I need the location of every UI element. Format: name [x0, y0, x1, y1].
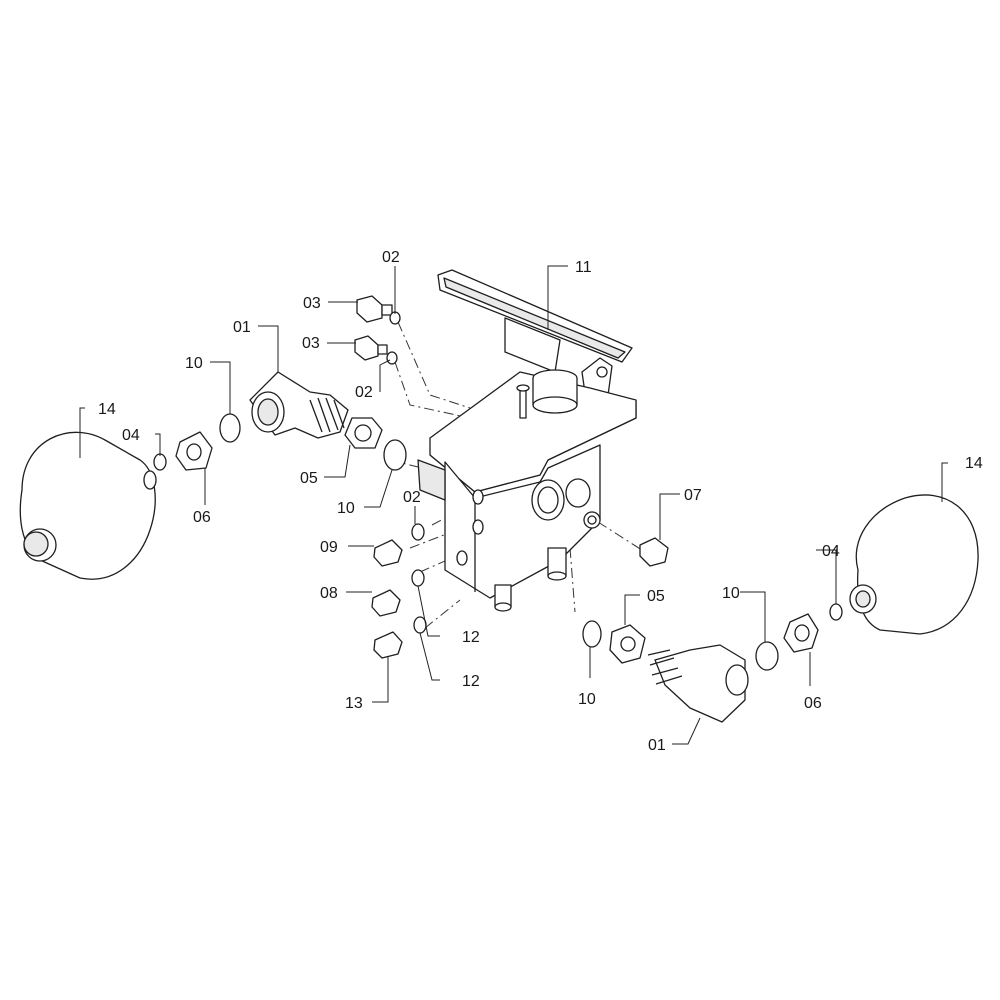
callout-14: 14: [965, 455, 983, 472]
callout-01: 01: [233, 319, 251, 336]
callout-13: 13: [345, 695, 363, 712]
callout-02: 02: [355, 384, 373, 401]
elbow-fitting-left: [249, 371, 383, 449]
callout-14: 14: [98, 401, 116, 418]
elbow-fitting-right: [609, 624, 749, 723]
callout-10: 10: [185, 355, 203, 372]
callout-08: 08: [320, 585, 338, 602]
callout-12: 12: [462, 673, 480, 690]
callout-07: 07: [684, 487, 702, 504]
callout-05: 05: [647, 588, 665, 605]
callout-04: 04: [822, 543, 840, 560]
valve-block: [417, 369, 637, 612]
callout-10: 10: [578, 691, 596, 708]
callout-09: 09: [320, 539, 338, 556]
callout-10: 10: [337, 500, 355, 517]
callout-03: 03: [303, 295, 321, 312]
callout-06: 06: [193, 509, 211, 526]
callout-02: 02: [382, 249, 400, 266]
callout-11: 11: [575, 259, 592, 276]
leader-lines: [79, 265, 948, 745]
callout-01: 01: [648, 737, 666, 754]
plugs-and-fittings: [175, 295, 819, 659]
callout-12: 12: [462, 629, 480, 646]
callout-05: 05: [300, 470, 318, 487]
callout-06: 06: [804, 695, 822, 712]
callout-10: 10: [722, 585, 740, 602]
accumulator-right: [849, 494, 979, 635]
callout-02: 02: [403, 489, 421, 506]
o-rings: [153, 311, 843, 671]
callout-labels: 02 03 01 03 02 10 14 04 06 05 10 02 09 0…: [98, 249, 983, 754]
accumulator-left: [19, 431, 157, 580]
callout-03: 03: [302, 335, 320, 352]
callout-04: 04: [122, 427, 140, 444]
